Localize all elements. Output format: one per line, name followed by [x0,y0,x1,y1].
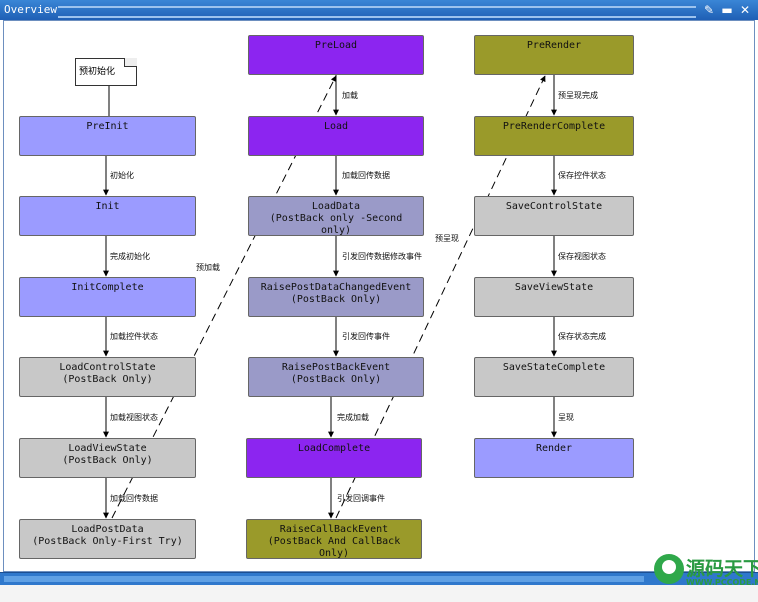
edge-label-middle-0: 加载 [342,90,358,100]
edge-label-left-0: 初始化 [110,171,134,180]
node-render[interactable]: Render [474,438,634,478]
node-prerender[interactable]: PreRender [474,35,634,75]
edge-label-right-4: 呈现 [558,412,574,422]
node-savecontrolstate[interactable]: SaveControlState [474,196,634,236]
node-raisepostdatachangedevent[interactable]: RaisePostDataChangedEvent (PostBack Only… [248,277,424,317]
node-raisepostbackevent[interactable]: RaisePostBackEvent (PostBack Only) [248,357,424,397]
node-raisecallbackevent[interactable]: RaiseCallBackEvent (PostBack And CallBac… [246,519,422,559]
edge-label-middle-2: 引发回传数据修改事件 [342,251,422,261]
watermark-url: WWW.PCCODE.NET [686,578,758,587]
node-load[interactable]: Load [248,116,424,156]
edge-label-middle-5: 引发回调事件 [337,493,385,503]
minimize-icon[interactable]: ▬ [721,3,733,17]
watermark-name: 源码天下 [686,558,758,580]
edge-label-left-3: 加载视图状态 [110,412,158,422]
scroll-thumb[interactable] [4,576,644,582]
node-initcomplete[interactable]: InitComplete [19,277,196,317]
node-preinit[interactable]: PreInit [19,116,196,156]
status-footer [0,585,758,602]
edge-label-right-3: 保存状态完成 [558,332,606,341]
edge-label-right-1: 保存控件状态 [558,171,606,180]
edge-label-middle-3: 引发回传事件 [342,332,390,341]
node-loadviewstate[interactable]: LoadViewState (PostBack Only) [19,438,196,478]
edge-label-middle-4: 完成加载 [337,412,369,422]
node-loadcomplete[interactable]: LoadComplete [246,438,422,478]
watermark: 源码天下 WWW.PCCODE.NET [652,552,758,600]
edge-label-left-4: 加载回传数据 [110,493,158,503]
edge-label-right-2: 保存视图状态 [558,251,606,261]
edge-label-left-2: 加载控件状态 [110,332,158,341]
node-savestatecomplete[interactable]: SaveStateComplete [474,357,634,397]
node-loadcontrolstate[interactable]: LoadControlState (PostBack Only) [19,357,196,397]
cross-label-1: 预呈现 [435,234,459,243]
node-init[interactable]: Init [19,196,196,236]
edge-label-middle-1: 加载回传数据 [342,171,390,180]
node-preload[interactable]: PreLoad [248,35,424,75]
close-icon[interactable]: ✕ [739,3,751,17]
note-fold [124,58,137,67]
window-title: Overview [4,3,57,16]
settings-icon[interactable]: ✎ [703,3,715,17]
watermark-logo-icon [654,554,684,584]
node-saveviewstate[interactable]: SaveViewState [474,277,634,317]
edge-label-right-0: 预呈现完成 [558,90,598,100]
node-loaddata[interactable]: LoadData (PostBack only -Second only) [248,196,424,236]
title-grip[interactable] [58,6,696,18]
scroll-bar[interactable] [0,572,758,586]
edge-label-left-1: 完成初始化 [110,251,150,261]
note-text: 预初始化 [79,67,116,77]
cross-label-0: 预加载 [196,263,220,272]
node-prerendercomplete[interactable]: PreRenderComplete [474,116,634,156]
title-bar: Overview ✎ ▬ ✕ [0,0,758,20]
node-loadpostdata[interactable]: LoadPostData (PostBack Only-First Try) [19,519,196,559]
